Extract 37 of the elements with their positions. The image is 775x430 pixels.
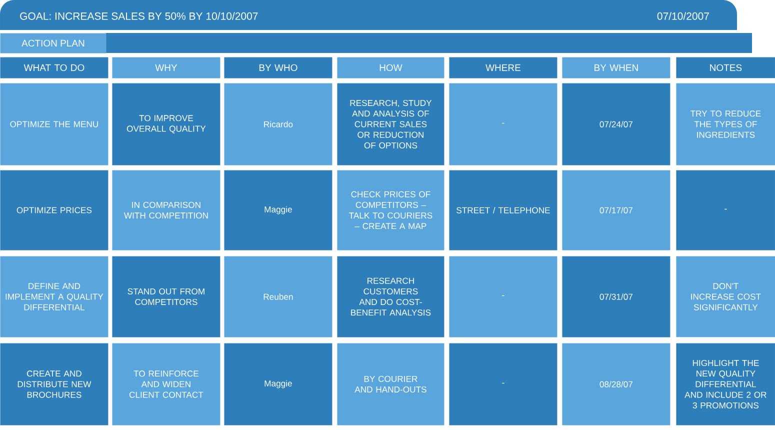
table-cell: TO IMPROVE OVERALL QUALITY: [112, 83, 220, 166]
table-cell: -: [449, 343, 558, 426]
table-cell: CHECK PRICES OF COMPETITORS – TALK TO COURIERS – CREATE A MAP: [337, 170, 444, 250]
table-cell: RESEARCH, STUDY AND ANALYSIS OF CURRENT SALES OR REDUCTION OF OPTIONS: [337, 83, 444, 166]
table-cell: Ricardo: [224, 83, 332, 166]
table-cell: BY COURIER AND HAND-OUTS: [337, 343, 444, 426]
table-cell: -: [449, 83, 558, 166]
table-cell: RESEARCH CUSTOMERS AND DO COST-BENEFIT ANALYSIS: [337, 256, 444, 338]
table-cell: -: [449, 256, 558, 338]
table-cell: CREATE AND DISTRIBUTE NEW BROCHURES: [0, 343, 108, 426]
table-cell: STREET / TELEPHONE: [449, 170, 558, 250]
table-cell: STAND OUT FROM COMPETITORS: [112, 256, 220, 338]
table-cell: -: [676, 170, 775, 250]
table-cell: HIGHLIGHT THE NEW QUALITY DIFFERENTIAL AND INCLUDE 2 OR 3 PROMOTIONS: [676, 343, 775, 426]
table-cell: Reuben: [224, 256, 332, 338]
table-cell: 07/17/07: [562, 170, 670, 250]
table-cell: 07/24/07: [562, 83, 670, 166]
table-cell: OPTIMIZE PRICES: [0, 170, 108, 250]
header-cell: BY WHO: [224, 57, 332, 78]
table-cell: TRY TO REDUCE THE TYPES OF INGREDIENTS: [676, 83, 775, 166]
table-cell: 08/28/07: [562, 343, 670, 426]
date-text: 07/10/2007: [657, 12, 709, 20]
header-cell: WHAT TO DO: [0, 57, 108, 78]
header-cell: NOTES: [676, 57, 775, 78]
table-cell: 07/31/07: [562, 256, 670, 338]
table-cell: Maggie: [224, 343, 332, 426]
header-cell: WHY: [112, 57, 220, 78]
header-cell: HOW: [337, 57, 444, 78]
table-cell: Maggie: [224, 170, 332, 250]
section-bar: ACTION PLAN: [0, 33, 752, 54]
header-cell: WHERE: [449, 57, 558, 78]
table-cell: IN COMPARISON WITH COMPETITION: [112, 170, 220, 250]
table-cell: OPTIMIZE THE MENU: [0, 83, 108, 166]
header-cell: BY WHEN: [562, 57, 670, 78]
table-cell: DON'T INCREASE COST SIGNIFICANTLY: [676, 256, 775, 338]
table-cell: TO REINFORCE AND WIDEN CLIENT CONTACT: [112, 343, 220, 426]
table-cell: DEFINE AND IMPLEMENT A QUALITY DIFFERENTIAL: [0, 256, 108, 338]
